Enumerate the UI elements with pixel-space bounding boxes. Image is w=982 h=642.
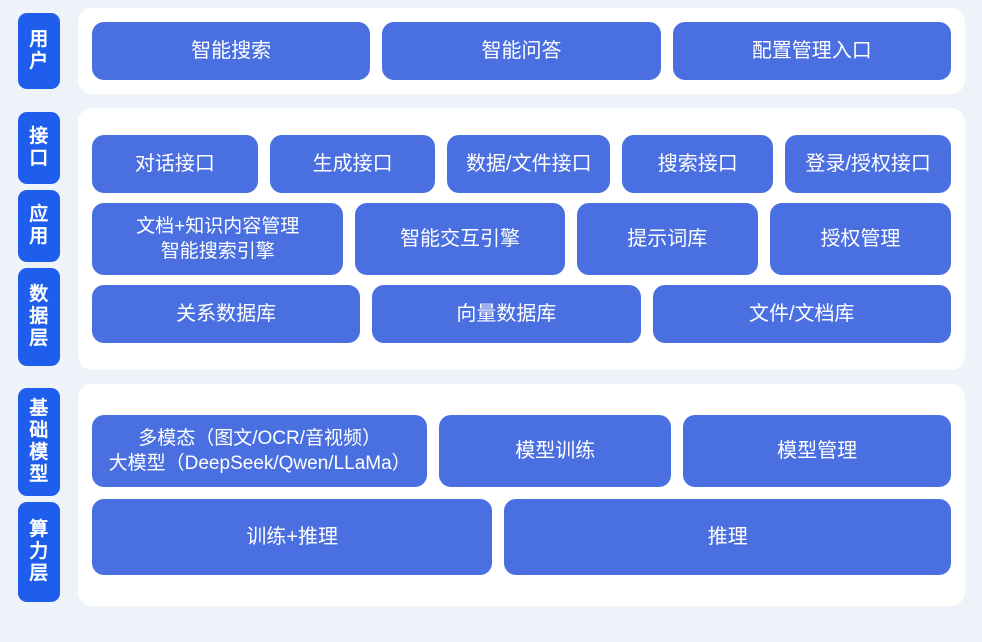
block-model-management[interactable]: 模型管理 bbox=[683, 415, 951, 487]
band-base: 基础模型算力层多模态（图文/OCR/音视频） 大模型（DeepSeek/Qwen… bbox=[18, 384, 965, 606]
tab-data-layer[interactable]: 数据层 bbox=[18, 268, 60, 366]
block-smart-interaction-engine[interactable]: 智能交互引擎 bbox=[355, 203, 565, 275]
block-smart-qa[interactable]: 智能问答 bbox=[382, 22, 661, 80]
block-doc-knowledge-mgmt[interactable]: 文档+知识内容管理 智能搜索引擎 bbox=[92, 203, 344, 275]
band-middle: 接口应用数据层对话接口生成接口数据/文件接口搜索接口登录/授权接口文档+知识内容… bbox=[18, 108, 965, 370]
layer-tab-label: 算力层 bbox=[29, 518, 49, 585]
panel-middle: 对话接口生成接口数据/文件接口搜索接口登录/授权接口文档+知识内容管理 智能搜索… bbox=[78, 108, 965, 370]
block-smart-search[interactable]: 智能搜索 bbox=[92, 22, 371, 80]
layer-tab-label: 接口 bbox=[29, 125, 49, 169]
panel-base: 多模态（图文/OCR/音视频） 大模型（DeepSeek/Qwen/LLaMa）… bbox=[78, 384, 965, 606]
band-user: 用户智能搜索智能问答配置管理入口 bbox=[18, 8, 965, 94]
layer-tab-label: 用户 bbox=[29, 28, 49, 72]
tab-base-model[interactable]: 基础模型 bbox=[18, 388, 60, 496]
block-dialog-api[interactable]: 对话接口 bbox=[92, 135, 258, 193]
block-generate-api[interactable]: 生成接口 bbox=[269, 135, 436, 193]
block-model-training[interactable]: 模型训练 bbox=[439, 415, 672, 487]
tab-user[interactable]: 用户 bbox=[18, 13, 60, 89]
tab-compute-layer[interactable]: 算力层 bbox=[18, 502, 60, 602]
row-user-entries: 智能搜索智能问答配置管理入口 bbox=[92, 22, 951, 80]
block-prompt-library[interactable]: 提示词库 bbox=[576, 203, 758, 275]
row-compute: 训练+推理推理 bbox=[92, 499, 951, 575]
block-login-auth-api[interactable]: 登录/授权接口 bbox=[785, 135, 951, 193]
block-multimodal-llm[interactable]: 多模态（图文/OCR/音视频） 大模型（DeepSeek/Qwen/LLaMa） bbox=[92, 415, 428, 487]
tab-application[interactable]: 应用 bbox=[18, 190, 60, 262]
block-train-and-infer[interactable]: 训练+推理 bbox=[92, 499, 493, 575]
block-vector-db[interactable]: 向量数据库 bbox=[372, 285, 641, 343]
block-search-api[interactable]: 搜索接口 bbox=[622, 135, 774, 193]
block-data-file-api[interactable]: 数据/文件接口 bbox=[447, 135, 611, 193]
row-base-model: 多模态（图文/OCR/音视频） 大模型（DeepSeek/Qwen/LLaMa）… bbox=[92, 415, 951, 487]
row-data-layer: 关系数据库向量数据库文件/文档库 bbox=[92, 285, 952, 343]
row-application: 文档+知识内容管理 智能搜索引擎智能交互引擎提示词库授权管理 bbox=[92, 203, 952, 275]
block-relational-db[interactable]: 关系数据库 bbox=[92, 285, 361, 343]
row-interface: 对话接口生成接口数据/文件接口搜索接口登录/授权接口 bbox=[92, 135, 951, 193]
layer-tab-column-user: 用户 bbox=[18, 8, 60, 94]
layer-tab-label: 应用 bbox=[29, 203, 49, 247]
layer-tab-label: 基础模型 bbox=[29, 397, 49, 486]
layer-tab-column-base: 基础模型算力层 bbox=[18, 384, 60, 606]
layer-tab-label: 数据层 bbox=[29, 283, 49, 350]
block-config-portal[interactable]: 配置管理入口 bbox=[672, 22, 951, 80]
block-auth-management[interactable]: 授权管理 bbox=[769, 203, 952, 275]
layer-tab-column-middle: 接口应用数据层 bbox=[18, 108, 60, 370]
tab-interface[interactable]: 接口 bbox=[18, 112, 60, 184]
panel-user: 智能搜索智能问答配置管理入口 bbox=[78, 8, 965, 94]
block-inference[interactable]: 推理 bbox=[504, 499, 951, 575]
block-file-doc-store[interactable]: 文件/文档库 bbox=[652, 285, 952, 343]
